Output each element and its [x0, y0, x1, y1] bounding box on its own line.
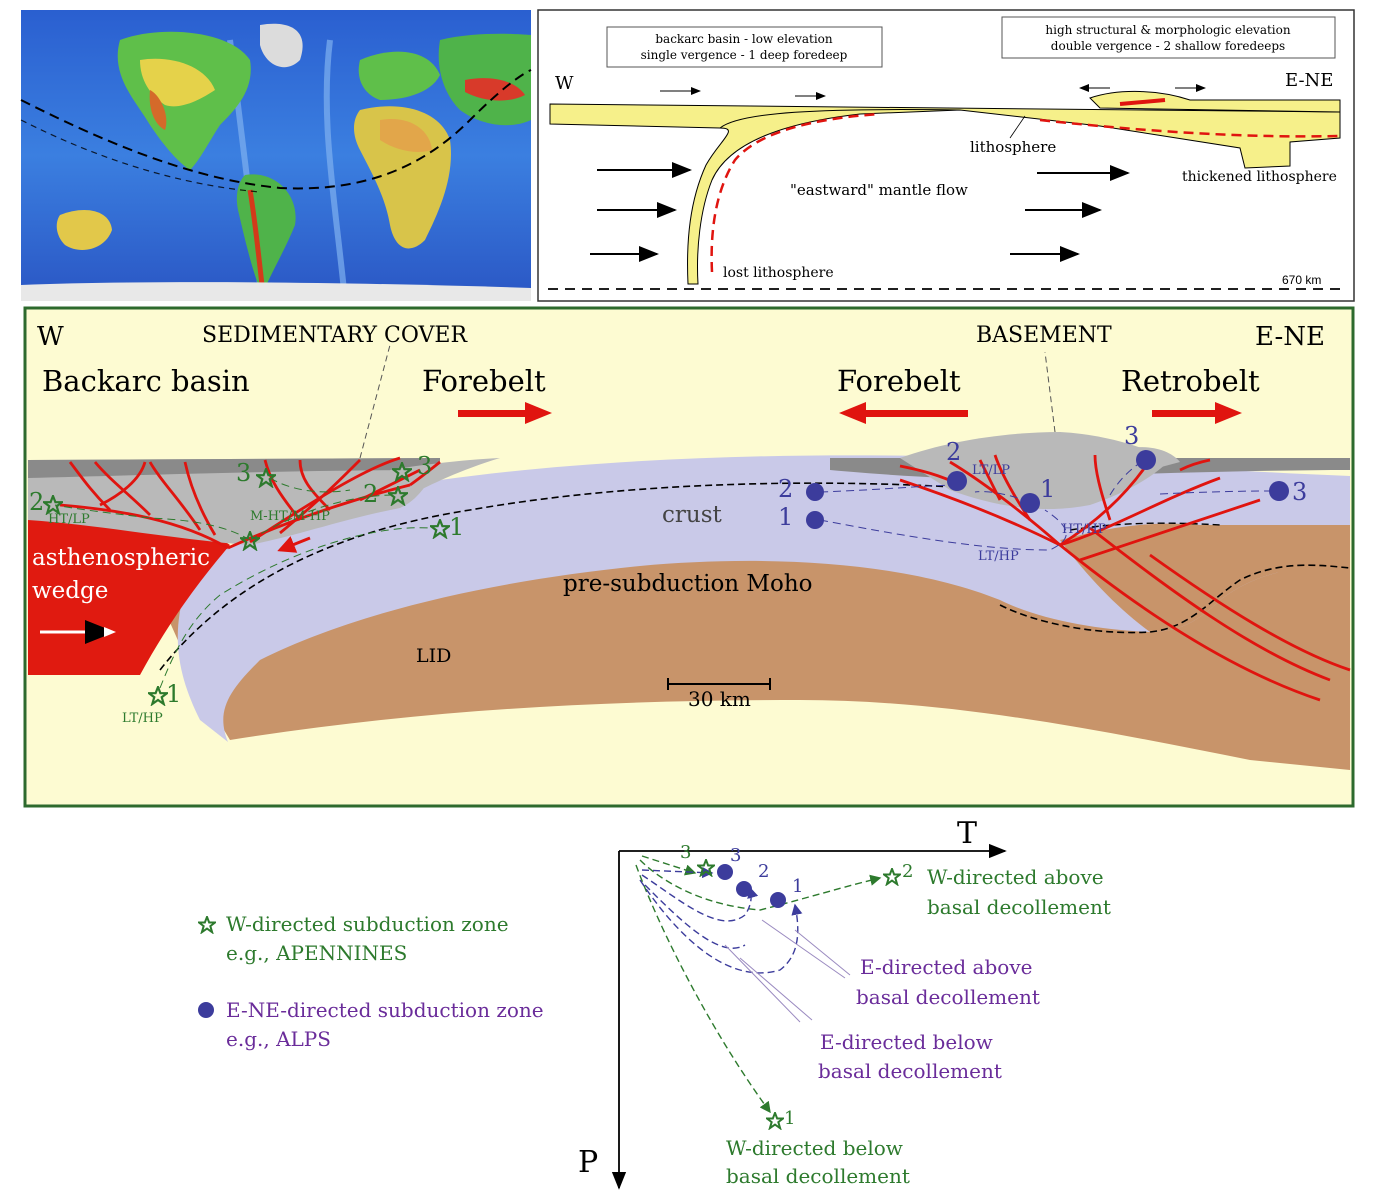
crust-body — [177, 455, 1350, 742]
dot-number: 2 — [946, 438, 961, 466]
svg-text:30 km: 30 km — [688, 687, 751, 711]
lt-hp-left-label: LT/HP — [122, 711, 163, 726]
w-above-line2: basal decollement — [927, 895, 1111, 919]
crust-label: crust — [662, 502, 722, 528]
e-below-line1: E-directed below — [820, 1030, 993, 1054]
e-below-line2: basal decollement — [818, 1059, 1002, 1083]
section-west: W — [37, 322, 64, 352]
dot-marker — [947, 471, 967, 491]
forebelt-right-arrow — [839, 402, 968, 424]
depth-label: 670 km — [1282, 273, 1321, 287]
star-number: 3 — [236, 459, 251, 487]
forebelt-left-arrow — [458, 402, 552, 424]
dot-marker — [736, 881, 752, 897]
legend-e-line2: e.g., ALPS — [226, 1027, 331, 1051]
dot-marker — [1269, 481, 1289, 501]
basement-label: BASEMENT — [976, 323, 1112, 348]
legend: W-directed subduction zone e.g., APENNIN… — [198, 912, 544, 1051]
legend-w-line1: W-directed subduction zone — [226, 912, 509, 936]
pt-number: 2 — [902, 861, 913, 882]
dot-marker — [1020, 493, 1040, 513]
legend-e-line1: E-NE-directed subduction zone — [226, 998, 544, 1022]
dot-marker — [1136, 450, 1156, 470]
t-axis-label: T — [957, 816, 977, 851]
faults-right — [899, 454, 1351, 702]
forebelt-right-label: Forebelt — [837, 364, 961, 398]
section-east: E-NE — [1255, 322, 1325, 352]
star-number: 3 — [417, 452, 432, 480]
dot-marker — [770, 892, 786, 908]
dot-marker — [806, 483, 824, 501]
dot-marker — [806, 511, 824, 529]
pt-number: 3 — [680, 842, 691, 863]
pt-number: 1 — [792, 876, 803, 897]
e-above-line1: E-directed above — [860, 955, 1032, 979]
mht-mhp-label: M-HT/M-HP — [250, 509, 330, 524]
sediment-cover — [28, 458, 433, 545]
lt-lp-label: LT/LP — [972, 463, 1010, 478]
pt-number: 1 — [784, 1108, 795, 1129]
astheno-label-1: asthenospheric — [32, 545, 210, 571]
dot-number: 2 — [778, 475, 793, 503]
astheno-label-2: wedge — [32, 578, 108, 604]
thickened-label: thickened lithosphere — [1182, 169, 1337, 185]
star-icon — [766, 1112, 784, 1130]
sedimentary-cover-label: SEDIMENTARY COVER — [202, 323, 468, 348]
star-number: 2 — [363, 480, 378, 508]
w-above-line1: W-directed above — [927, 865, 1104, 889]
top-section: backarc basin - low elevation single ver… — [537, 9, 1355, 302]
ht-lp-label: HT/LP — [48, 512, 90, 527]
top-west-label: W — [555, 73, 574, 94]
e-directed-path: 2 1 2 1 3 3 LT/LP HT/HP LT/HP — [778, 422, 1307, 564]
backarc-label: Backarc basin — [42, 364, 250, 398]
cross-section: W E-NE SEDIMENTARY COVER BASEMENT Backar… — [23, 306, 1355, 808]
e-above-line2: basal decollement — [856, 985, 1040, 1009]
retrobelt-arrow — [1152, 402, 1242, 424]
box-left-line2: single vergence - 1 deep foredeep — [641, 48, 848, 62]
legend-w-line2: e.g., APENNINES — [226, 941, 407, 965]
lt-hp-right-label: LT/HP — [978, 549, 1019, 564]
lithosphere-label: lithosphere — [970, 138, 1056, 156]
pt-number: 3 — [730, 845, 741, 866]
w-below-line1: W-directed below — [726, 1136, 903, 1160]
box-right-line1: high structural & morphologic elevation — [1045, 23, 1290, 37]
retrobelt-label: Retrobelt — [1121, 364, 1260, 398]
dot-number: 3 — [1292, 478, 1307, 506]
dot-marker — [717, 864, 733, 880]
box-right-line2: double vergence - 2 shallow foredeeps — [1051, 39, 1285, 53]
dot-number: 1 — [778, 503, 793, 531]
pt-diagram: T P 3 3 2 1 2 1 — [578, 816, 1111, 1190]
star-icon — [883, 868, 901, 886]
dot-number: 1 — [1040, 475, 1055, 503]
w-below-line2: basal decollement — [726, 1164, 910, 1188]
lost-label: lost lithosphere — [723, 265, 834, 281]
star-number: 1 — [449, 513, 464, 541]
star-number: 1 — [166, 680, 181, 708]
w-directed-path: 1 1 2 2 3 3 HT/LP M-HT/M-HP LT/HP — [29, 452, 464, 726]
world-map — [20, 10, 532, 301]
ht-hp-label: HT/HP — [1062, 522, 1107, 537]
star-number: 2 — [29, 488, 44, 516]
p-axis-label: P — [578, 1145, 598, 1180]
dot-number: 3 — [1124, 422, 1139, 450]
dot-marker — [198, 1002, 214, 1018]
forebelt-left-label: Forebelt — [422, 364, 546, 398]
moho-label: pre-subduction Moho — [563, 571, 813, 597]
top-east-label: E-NE — [1285, 70, 1333, 91]
lid-label: LID — [416, 645, 451, 667]
mantle-flow-label: "eastward" mantle flow — [790, 181, 968, 199]
pt-number: 2 — [758, 861, 769, 882]
box-left-line1: backarc basin - low elevation — [655, 32, 833, 46]
star-icon — [198, 916, 216, 934]
scale-bar: 30 km — [667, 678, 771, 711]
